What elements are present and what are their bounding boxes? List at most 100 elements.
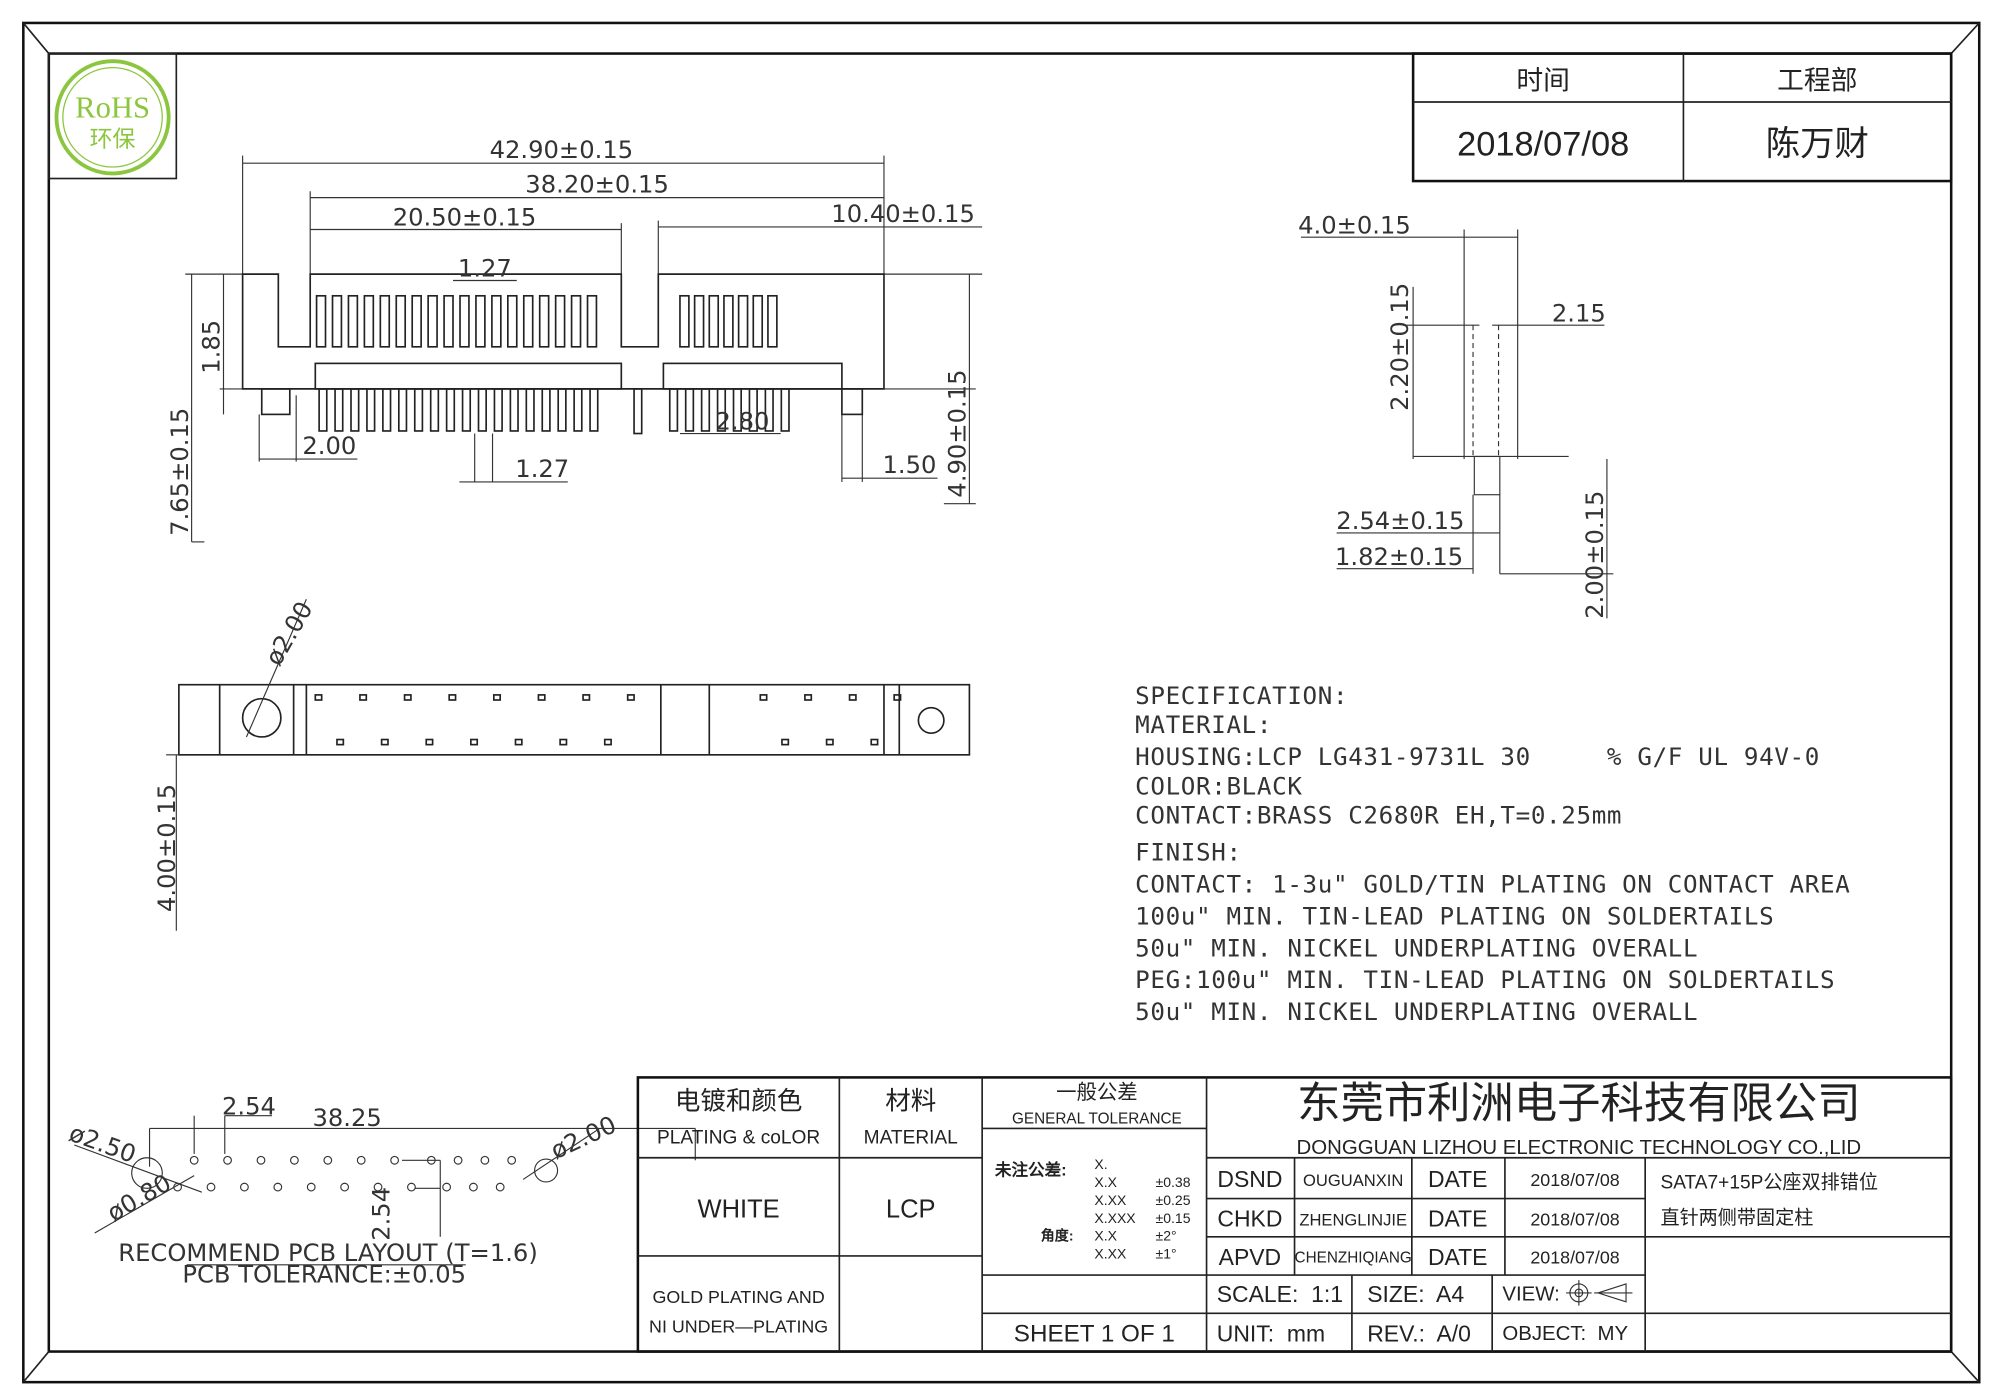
pcb-hole xyxy=(407,1182,416,1192)
plating-en-label: PLATING & coLOR xyxy=(657,1128,820,1149)
rohs-logo: RoHS 环保 xyxy=(47,52,178,180)
solder-tail xyxy=(318,388,328,432)
pcb-tolerance: PCB TOLERANCE:±0.05 xyxy=(182,1261,466,1289)
description-1: SATA7+15P公座双排错位 xyxy=(1660,1171,1878,1193)
pad xyxy=(514,738,523,746)
upper-contact xyxy=(679,294,690,348)
upper-contact xyxy=(315,294,327,348)
tolerance-en-label: GENERAL TOLERANCE xyxy=(1012,1110,1182,1127)
solder-tail xyxy=(397,388,408,432)
corner-marks xyxy=(22,22,1980,1383)
description-2: 直针两侧带固定柱 xyxy=(1660,1207,1813,1229)
signoff-role: DSND xyxy=(1217,1166,1282,1192)
sheet: SHEET 1 OF 1 xyxy=(1014,1320,1175,1347)
upper-contact xyxy=(427,294,438,348)
pcb-hole xyxy=(223,1155,232,1165)
title-block: 电镀和颜色 PLATING & coLOR 材料 MATERIAL WHITE … xyxy=(636,1076,1953,1353)
color-value: WHITE xyxy=(698,1196,780,1224)
dim-side-contact-height: 2.20±0.15 xyxy=(1386,283,1414,411)
upper-contact xyxy=(491,294,502,348)
signoff-date-label: DATE xyxy=(1428,1244,1487,1270)
tolerance-table: X. X.X ±0.38 X.XX ±0.25 X.XXX ±0.15 角度: … xyxy=(1041,1156,1191,1261)
solder-tail xyxy=(413,388,424,432)
dim-overall-width: 42.90±0.15 xyxy=(490,136,634,164)
pad xyxy=(314,694,323,701)
pcb-hole xyxy=(323,1155,333,1165)
spec-line: 50u" MIN. NICKEL UNDERPLATING OVERALL xyxy=(1135,934,1698,962)
rohs-text: RoHS xyxy=(75,90,150,124)
view: VIEW: xyxy=(1502,1284,1559,1306)
company-name-en: DONGGUAN LIZHOU ELECTRONIC TECHNOLOGY CO… xyxy=(1297,1137,1862,1159)
front-view: 42.90±0.15 38.20±0.15 20.50±0.15 10.40±0… xyxy=(166,136,983,543)
signoff-date-label: DATE xyxy=(1428,1166,1487,1192)
tolerance-fmt: X.XXX xyxy=(1094,1210,1136,1226)
dim-height-a: 1.85 xyxy=(198,320,226,374)
spec-line: COLOR:BLACK xyxy=(1135,772,1302,800)
pad xyxy=(537,694,546,701)
size: SIZE: A4 xyxy=(1367,1281,1464,1307)
projection-symbol-icon xyxy=(1566,1280,1633,1306)
upper-contact xyxy=(395,294,407,348)
pcb-layout: 2.54 38.25 ø2.50 ø0.80 2.54 ø2.00 RECOMM… xyxy=(65,1092,696,1289)
pcb-hole xyxy=(340,1182,350,1192)
signoff-role: APVD xyxy=(1219,1244,1281,1270)
pad xyxy=(870,738,879,746)
specification: SPECIFICATION: MATERIAL: HOUSING:LCP LG4… xyxy=(1135,682,1850,1026)
tolerance-val: ±0.38 xyxy=(1156,1174,1191,1190)
pad xyxy=(559,738,568,746)
dim-side-width: 4.0±0.15 xyxy=(1298,211,1411,239)
solder-tail xyxy=(716,388,727,432)
solder-tail xyxy=(445,388,456,432)
solder-tail xyxy=(366,388,376,432)
upper-contact xyxy=(443,294,454,348)
solder-tail xyxy=(477,388,487,432)
spec-line: CONTACT:BRASS C2680R EH,T=0.25mm xyxy=(1135,802,1622,830)
upper-contact xyxy=(570,294,582,348)
object: OBJECT: MY xyxy=(1502,1323,1628,1345)
pcb-hole xyxy=(306,1182,316,1192)
material-en-label: MATERIAL xyxy=(864,1128,958,1149)
spec-line: 50u" MIN. NICKEL UNDERPLATING OVERALL xyxy=(1135,998,1698,1026)
pad xyxy=(582,694,591,701)
pad xyxy=(403,694,412,701)
pad xyxy=(893,694,902,701)
solder-tail xyxy=(589,388,599,432)
rev: REV.: A/0 xyxy=(1367,1320,1471,1346)
unit: UNIT: mm xyxy=(1217,1320,1325,1346)
upper-contact xyxy=(363,294,375,348)
upper-contact xyxy=(347,294,359,348)
material-value: LCP xyxy=(886,1196,936,1224)
pcb-hole xyxy=(240,1182,249,1192)
company-name-cn: 东莞市利洲电子科技有限公司 xyxy=(1297,1080,1860,1128)
dim-side-row-pitch: 2.54±0.15 xyxy=(1336,507,1464,535)
dim-power-width: 10.40±0.15 xyxy=(831,200,975,228)
pcb-left-hole: ø2.50 xyxy=(65,1119,139,1169)
pad xyxy=(603,738,612,746)
tolerance-fmt: X. xyxy=(1094,1156,1107,1172)
upper-contact xyxy=(507,294,518,348)
upper-contact xyxy=(331,294,343,348)
upper-contact xyxy=(411,294,422,348)
pad xyxy=(825,738,834,746)
pcb-hole xyxy=(256,1155,266,1165)
pad xyxy=(848,694,857,701)
pad xyxy=(359,694,368,701)
dim-peg-offset: 2.00 xyxy=(302,432,356,460)
pad xyxy=(781,738,790,746)
pcb-hole xyxy=(390,1155,400,1165)
pcb-hole xyxy=(289,1155,299,1165)
upper-contact xyxy=(737,294,749,348)
pcb-hole xyxy=(356,1155,366,1165)
solder-tail xyxy=(780,388,790,432)
dim-signal-width: 20.50±0.15 xyxy=(393,204,537,232)
solder-tail xyxy=(573,388,583,432)
pcb-hole xyxy=(480,1155,490,1165)
solder-tail xyxy=(700,388,711,432)
pad xyxy=(336,738,345,746)
dept-label: 工程部 xyxy=(1777,65,1857,95)
pad xyxy=(804,694,813,701)
spec-line: FINISH: xyxy=(1135,839,1242,867)
dim-inner-width: 38.20±0.15 xyxy=(525,171,669,199)
angle-val: ±1° xyxy=(1156,1245,1177,1261)
solder-tail xyxy=(334,388,344,432)
